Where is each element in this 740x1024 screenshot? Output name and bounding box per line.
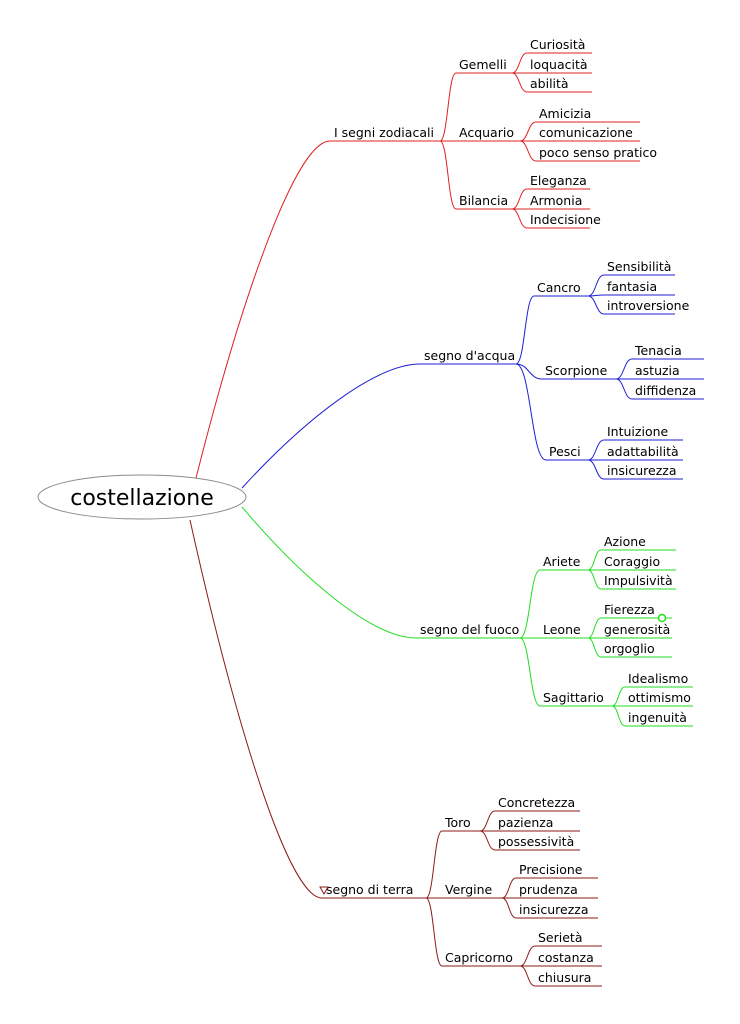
edge-root-to-branch xyxy=(189,519,323,899)
edge-sub-to-leaf xyxy=(501,897,517,919)
edge-root-to-branch xyxy=(195,140,331,479)
edge-branch-to-sub xyxy=(425,830,443,899)
leaf-label[interactable]: Serietà xyxy=(538,930,583,945)
leaf-label[interactable]: abilità xyxy=(530,76,569,91)
leaf-label[interactable]: possessività xyxy=(498,834,574,849)
root-node[interactable]: costellazione xyxy=(37,474,247,520)
leaf-label[interactable]: poco senso pratico xyxy=(539,145,657,160)
leaf-label[interactable]: Eleganza xyxy=(530,173,587,188)
leaf-label[interactable]: pazienza xyxy=(498,815,553,830)
edge-sub-to-leaf xyxy=(611,705,626,727)
edge-sub-to-leaf xyxy=(511,72,528,93)
edge-sub-to-leaf xyxy=(511,208,528,229)
root-label: costellazione xyxy=(70,486,213,511)
leaf-label[interactable]: astuzia xyxy=(635,363,680,378)
edge-branch-to-sub xyxy=(515,295,535,365)
sub-label[interactable]: Bilancia xyxy=(459,193,508,208)
sub-label[interactable]: Cancro xyxy=(537,280,581,295)
sub-label[interactable]: Pesci xyxy=(549,444,581,459)
edge-sub-to-leaf xyxy=(587,295,605,315)
edge-sub-to-leaf xyxy=(479,810,496,832)
sub-label[interactable]: Capricorno xyxy=(445,950,513,965)
sub-label[interactable]: Gemelli xyxy=(459,57,507,72)
edge-sub-to-leaf xyxy=(587,637,602,658)
branch-label[interactable]: I segni zodiacali xyxy=(334,125,434,140)
sub-label[interactable]: Vergine xyxy=(445,882,493,897)
edge-branch-to-sub xyxy=(439,140,457,210)
leaf-label[interactable]: ingenuità xyxy=(628,710,687,725)
edge-root-to-branch xyxy=(241,506,417,639)
leaf-label[interactable]: Amicizia xyxy=(539,106,591,121)
edge-sub-to-leaf xyxy=(511,52,528,74)
leaf-label[interactable]: Idealismo xyxy=(628,671,688,686)
leaf-label[interactable]: Coraggio xyxy=(604,554,660,569)
edge-root-to-branch xyxy=(241,363,421,489)
leaf-label[interactable]: generosità xyxy=(604,622,670,637)
edge-sub-to-leaf xyxy=(479,830,496,851)
leaf-label[interactable]: prudenza xyxy=(519,882,578,897)
edge-sub-to-leaf xyxy=(587,549,602,571)
leaf-label[interactable]: costanza xyxy=(538,950,594,965)
leaf-label[interactable]: fantasia xyxy=(607,279,657,294)
nodes-layer: I segni zodiacali Gemelli Curiosità loquaci… xyxy=(319,37,696,985)
edge-sub-to-leaf xyxy=(519,121,537,142)
sub-label[interactable]: Scorpione xyxy=(545,363,608,378)
edge-sub-to-leaf xyxy=(615,358,633,380)
leaf-label[interactable]: adattabilità xyxy=(607,444,679,459)
leaf-label[interactable]: ottimismo xyxy=(628,690,691,705)
leaf-label[interactable]: Armonia xyxy=(530,193,582,208)
edges-layer xyxy=(189,52,704,987)
leaf-label[interactable]: introversione xyxy=(607,298,690,313)
edge-sub-to-leaf xyxy=(611,686,626,707)
edge-sub-to-leaf xyxy=(501,877,517,899)
leaf-label[interactable]: Curiosità xyxy=(530,37,585,52)
collapse-triangle-icon[interactable] xyxy=(319,886,329,896)
leaf-label[interactable]: chiusura xyxy=(538,970,591,985)
leaf-label[interactable]: Precisione xyxy=(519,862,583,877)
edge-sub-to-leaf xyxy=(615,378,633,400)
leaf-label[interactable]: Azione xyxy=(604,534,646,549)
edge-sub-to-leaf xyxy=(587,459,605,480)
edge-branch-to-sub xyxy=(425,897,443,967)
edge-branch-to-sub xyxy=(515,363,547,461)
leaf-label[interactable]: Indecisione xyxy=(530,212,601,227)
sub-label[interactable]: Sagittario xyxy=(543,690,604,705)
edge-sub-to-leaf xyxy=(519,945,536,967)
edge-sub-to-leaf xyxy=(587,439,605,461)
edge-branch-to-sub xyxy=(515,363,543,380)
edge-sub-to-leaf xyxy=(587,274,605,297)
edge-branch-to-sub xyxy=(439,72,457,142)
leaf-label[interactable]: Fierezza xyxy=(604,602,655,617)
edge-sub-to-leaf xyxy=(587,569,602,590)
sub-label[interactable]: Ariete xyxy=(543,554,581,569)
leaf-label[interactable]: loquacità xyxy=(530,57,588,72)
leaf-label[interactable]: insicurezza xyxy=(519,902,589,917)
leaf-label[interactable]: orgoglio xyxy=(604,641,655,656)
sub-label[interactable]: Acquario xyxy=(459,125,514,140)
edge-sub-to-leaf xyxy=(519,965,536,987)
leaf-label[interactable]: insicurezza xyxy=(607,463,677,478)
sub-label[interactable]: Toro xyxy=(444,815,471,830)
branch-label[interactable]: segno del fuoco xyxy=(420,622,519,637)
edge-sub-to-leaf xyxy=(587,617,602,639)
sub-label[interactable]: Leone xyxy=(543,622,581,637)
leaf-label[interactable]: comunicazione xyxy=(539,125,633,140)
leaf-label[interactable]: Sensibilità xyxy=(607,259,671,274)
leaf-label[interactable]: Tenacia xyxy=(634,343,682,358)
fold-circle-icon[interactable] xyxy=(657,613,667,623)
leaf-label[interactable]: Intuizione xyxy=(607,424,669,439)
leaf-label[interactable]: Impulsività xyxy=(604,573,673,588)
branch-label[interactable]: segno di terra xyxy=(326,882,413,897)
branch-label[interactable]: segno d'acqua xyxy=(424,348,515,363)
leaf-label[interactable]: Concretezza xyxy=(498,795,575,810)
leaf-label[interactable]: diffidenza xyxy=(635,383,696,398)
edge-sub-to-leaf xyxy=(511,188,528,210)
edge-branch-to-sub xyxy=(519,637,541,707)
edge-sub-to-leaf xyxy=(519,140,537,162)
edge-branch-to-sub xyxy=(519,569,541,639)
root-ellipse xyxy=(37,474,247,520)
